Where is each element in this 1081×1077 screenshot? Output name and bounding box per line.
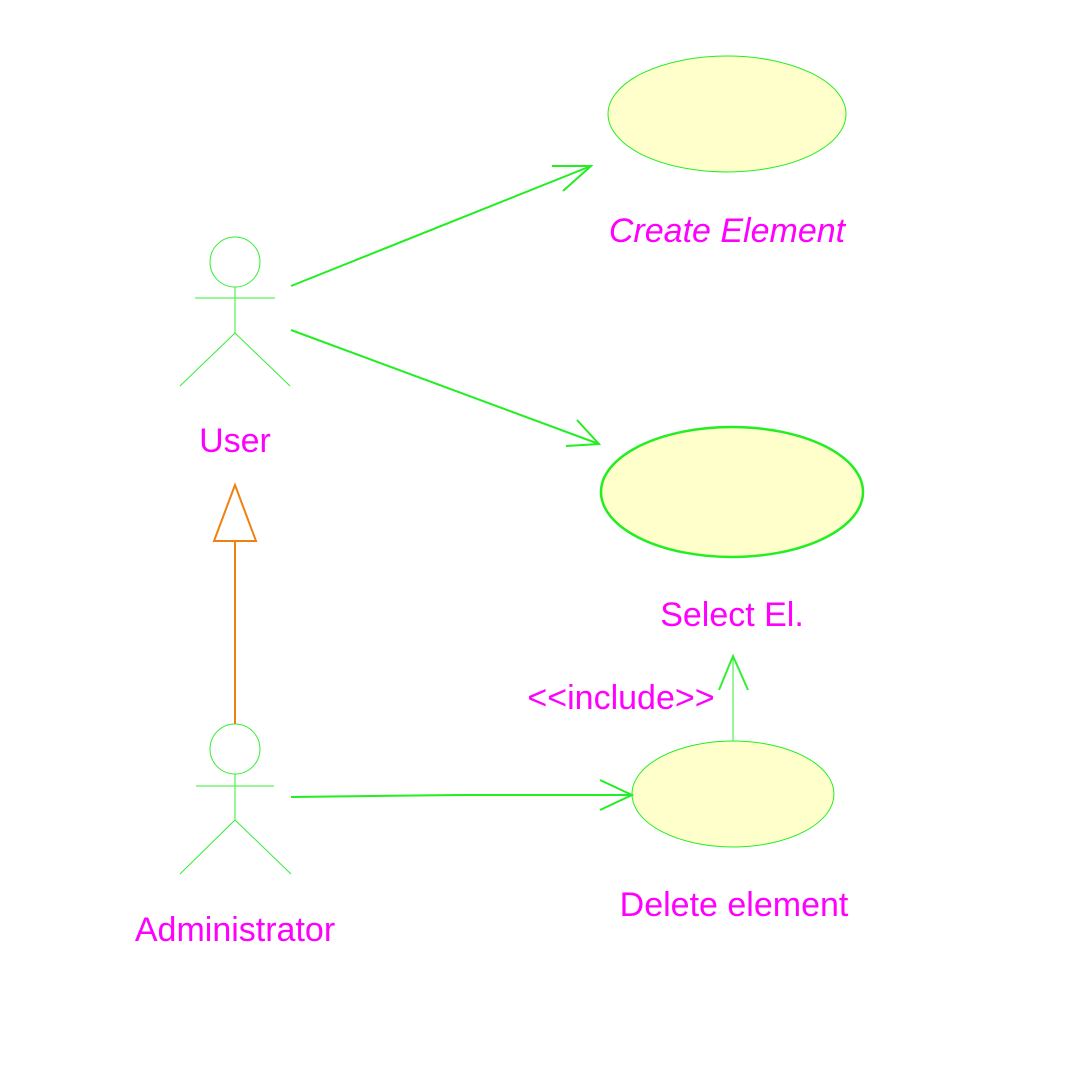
stick-figure-icon bbox=[179, 723, 292, 875]
open-arrowhead-icon bbox=[599, 779, 635, 811]
include-stereotype-label: <<include>> bbox=[527, 679, 714, 717]
association-administrator-delete-element[interactable] bbox=[290, 779, 635, 811]
association-line bbox=[290, 329, 600, 445]
association-user-create-element[interactable] bbox=[290, 165, 594, 287]
use-case-create-element[interactable]: Create Element bbox=[607, 55, 847, 250]
open-arrowhead-icon bbox=[565, 419, 602, 447]
actor-user-label: User bbox=[199, 422, 271, 460]
open-arrowhead-icon bbox=[552, 165, 594, 192]
use-case-select-el-shape bbox=[599, 425, 865, 559]
association-line bbox=[290, 165, 592, 287]
use-case-delete-element[interactable]: Delete element bbox=[620, 740, 849, 924]
actor-administrator[interactable]: Administrator bbox=[135, 723, 335, 949]
use-case-select-el[interactable]: Select El. bbox=[599, 425, 865, 634]
association-line bbox=[290, 794, 632, 798]
actor-administrator-label: Administrator bbox=[135, 911, 335, 949]
use-case-delete-element-label: Delete element bbox=[620, 886, 849, 924]
use-case-select-el-label: Select El. bbox=[660, 596, 804, 634]
include-delete-select[interactable] bbox=[718, 653, 749, 741]
association-user-select-el[interactable] bbox=[290, 329, 602, 447]
use-case-delete-element-shape bbox=[631, 740, 835, 848]
open-arrowhead-icon bbox=[718, 653, 749, 691]
use-case-create-element-label: Create Element bbox=[609, 212, 847, 250]
use-case-create-element-shape bbox=[607, 55, 847, 173]
hollow-triangle-icon bbox=[212, 482, 258, 542]
actor-user[interactable]: User bbox=[179, 236, 291, 460]
stick-figure-icon bbox=[179, 236, 291, 387]
generalization-administrator-user[interactable] bbox=[212, 482, 258, 724]
